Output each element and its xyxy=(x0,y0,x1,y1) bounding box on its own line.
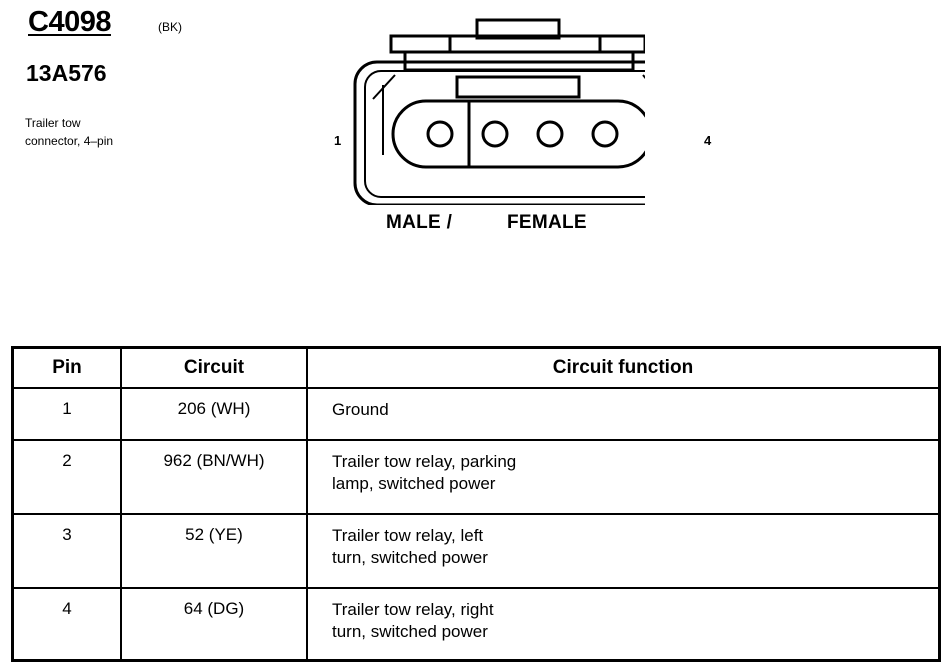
cell-pin: 4 xyxy=(11,587,122,662)
function-line-1: Trailer tow relay, parking xyxy=(332,452,517,471)
cell-circuit: 64 (DG) xyxy=(120,587,308,662)
cell-function: Ground xyxy=(306,387,941,441)
pin-4-label: 4 xyxy=(704,133,712,148)
function-line-2: lamp, switched power xyxy=(332,474,496,493)
housing-outer xyxy=(353,60,645,205)
connector-color: (BK) xyxy=(158,20,182,34)
function-line-1: Trailer tow relay, right xyxy=(332,600,494,619)
pin-hole-1 xyxy=(426,120,454,148)
connector-code: C4098 xyxy=(28,6,111,38)
cell-pin: 2 xyxy=(11,439,122,515)
polarizing-key xyxy=(455,75,581,99)
male-label: MALE / xyxy=(386,212,453,233)
cell-circuit: 962 (BN/WH) xyxy=(120,439,308,515)
latch-top xyxy=(475,18,561,40)
connector-face-diagram xyxy=(353,18,645,205)
function-line-1: Ground xyxy=(332,400,389,419)
pin-1-label: 1 xyxy=(334,133,342,148)
table-row: 4 64 (DG) Trailer tow relay, right turn,… xyxy=(11,587,941,662)
table-row: 3 52 (YE) Trailer tow relay, left turn, … xyxy=(11,513,941,589)
cell-pin: 1 xyxy=(11,387,122,441)
table-row: 1 206 (WH) Ground xyxy=(11,387,941,441)
cell-function: Trailer tow relay, left turn, switched p… xyxy=(306,513,941,589)
description-line-2: connector, 4–pin xyxy=(25,134,114,148)
pinout-table: Pin Circuit Circuit function 1 206 (WH) … xyxy=(11,346,941,662)
pin-hole-3 xyxy=(536,120,564,148)
cell-circuit: 52 (YE) xyxy=(120,513,308,589)
pin-cavity xyxy=(391,99,645,169)
cell-pin: 3 xyxy=(11,513,122,589)
table-row: 2 962 (BN/WH) Trailer tow relay, parking… xyxy=(11,439,941,515)
cell-circuit: 206 (WH) xyxy=(120,387,308,441)
header-pin: Pin xyxy=(11,346,122,389)
function-line-2: turn, switched power xyxy=(332,622,488,641)
pin-hole-2 xyxy=(481,120,509,148)
pin-hole-4 xyxy=(591,120,619,148)
description-line-1: Trailer tow xyxy=(25,116,81,130)
part-number: 13A576 xyxy=(26,60,107,86)
table-header-row: Pin Circuit Circuit function xyxy=(11,346,941,389)
cell-function: Trailer tow relay, parking lamp, switche… xyxy=(306,439,941,515)
function-line-2: turn, switched power xyxy=(332,548,488,567)
connector-description: Trailer tow connector, 4–pin xyxy=(25,114,205,150)
header-circuit-function: Circuit function xyxy=(306,346,941,389)
housing-inner xyxy=(364,70,645,198)
female-label: FEMALE xyxy=(507,212,587,233)
function-line-1: Trailer tow relay, left xyxy=(332,526,484,545)
header-circuit: Circuit xyxy=(120,346,308,389)
cell-function: Trailer tow relay, right turn, switched … xyxy=(306,587,941,662)
